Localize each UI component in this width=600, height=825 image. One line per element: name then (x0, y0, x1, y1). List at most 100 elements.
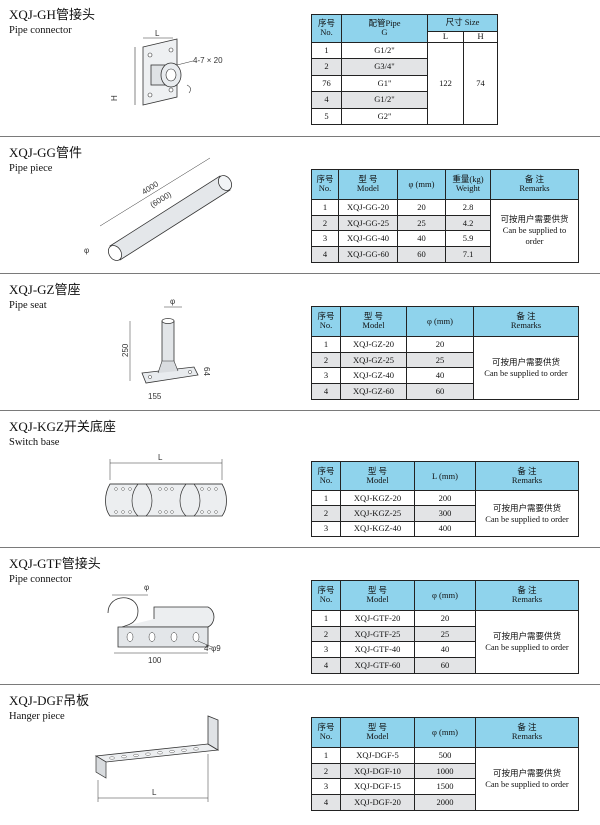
section-subtitle: Pipe piece (9, 163, 53, 174)
table-row: 1 G1/2" 122 74 (311, 41, 499, 125)
section-title: XQJ-GH管接头 (9, 7, 95, 22)
dim-label-height: 250 (121, 343, 130, 357)
section-gh: XQJ-GH管接头 Pipe connector L 4-7 × 20 H 序号… (0, 0, 600, 135)
header-dia: φ (mm) (397, 169, 446, 200)
table-row: 3 XQJ-GTF-40 40 (311, 641, 579, 659)
switch-base-drawing: L (105, 453, 227, 517)
table-row: 76 G1" (311, 74, 498, 92)
table-row: 2 XQJ-GG-25 25 4.2 (311, 214, 579, 232)
size-h-value: 74 (462, 41, 499, 125)
header-length: L (mm) (414, 460, 476, 492)
section-divider (0, 547, 600, 548)
dim-label-l: L (155, 29, 160, 38)
section-title: XQJ-GZ管座 (9, 282, 81, 297)
section-subtitle: Pipe connector (9, 574, 72, 585)
header-size: 尺寸 Size (426, 14, 499, 32)
dim-label-holes: 4-φ9 (204, 644, 221, 653)
pipe-piece-drawing: 4000 (6000) φ (84, 157, 233, 261)
header-dia: φ (mm) (414, 717, 476, 748)
section-subtitle: Pipe seat (9, 300, 47, 311)
header-h: H (462, 30, 499, 43)
dim-label-length: 155 (148, 392, 162, 401)
size-l-value: 122 (427, 41, 464, 125)
header-dia: φ (mm) (414, 580, 476, 611)
table-row: 4 XQJ-GG-60 60 7.1 (311, 246, 579, 263)
table-row: 3 XQJ-GZ-40 40 (311, 367, 579, 385)
section-subtitle: Pipe connector (9, 25, 72, 36)
table-row: 4 XQJ-GTF-60 60 (311, 657, 579, 674)
dim-label-length: 4000 (140, 179, 160, 196)
header-weight: 重量(kg)Weight (445, 169, 491, 200)
dim-label-l: L (152, 788, 157, 797)
hanger-piece-drawing: L (94, 715, 220, 802)
section-subtitle: Switch base (9, 437, 60, 448)
section-title: XQJ-KGZ开关底座 (9, 419, 116, 434)
pipe-connector-gtf-drawing: φ 100 4-φ9 (107, 583, 221, 665)
table-row: 4 XQJ-DGF-20 2000 (311, 794, 579, 811)
header-dia: φ (mm) (406, 306, 474, 337)
table-row: 2 XQJ-GTF-25 25 (311, 625, 579, 643)
table-row: 3 XQJ-DGF-15 1500 (311, 778, 579, 796)
table-row: 5 G2" (311, 107, 498, 125)
table-row: 3 XQJ-KGZ-40 400 (311, 520, 579, 538)
section-divider (0, 410, 600, 411)
dim-label-dia: φ (170, 297, 175, 306)
dim-label-length-alt: (6000) (149, 190, 174, 210)
dim-label-h: H (110, 95, 119, 101)
section-divider (0, 273, 600, 274)
pipe-connector-drawing: L 4-7 × 20 H (110, 29, 223, 106)
table-row: 4 XQJ-GZ-60 60 (311, 383, 579, 400)
dim-label-dia: φ (84, 246, 89, 255)
section-divider (0, 684, 600, 685)
dim-label-l: L (158, 453, 163, 462)
dim-label-dia: φ (144, 583, 149, 592)
table-row: 3 XQJ-GG-40 40 5.9 (311, 230, 579, 248)
section-title: XQJ-GTF管接头 (9, 556, 101, 571)
section-divider (0, 136, 600, 137)
section-title: XQJ-DGF吊板 (9, 693, 90, 708)
section-subtitle: Hanger piece (9, 711, 65, 722)
header-l: L (427, 30, 464, 43)
table-row: 2 G3/4" (311, 58, 498, 76)
dim-label-width: 100 (148, 656, 162, 665)
section-title: XQJ-GG管件 (9, 145, 82, 160)
pipe-seat-drawing: φ 250 64 155 (121, 297, 211, 401)
dim-label-width: 64 (202, 367, 211, 376)
